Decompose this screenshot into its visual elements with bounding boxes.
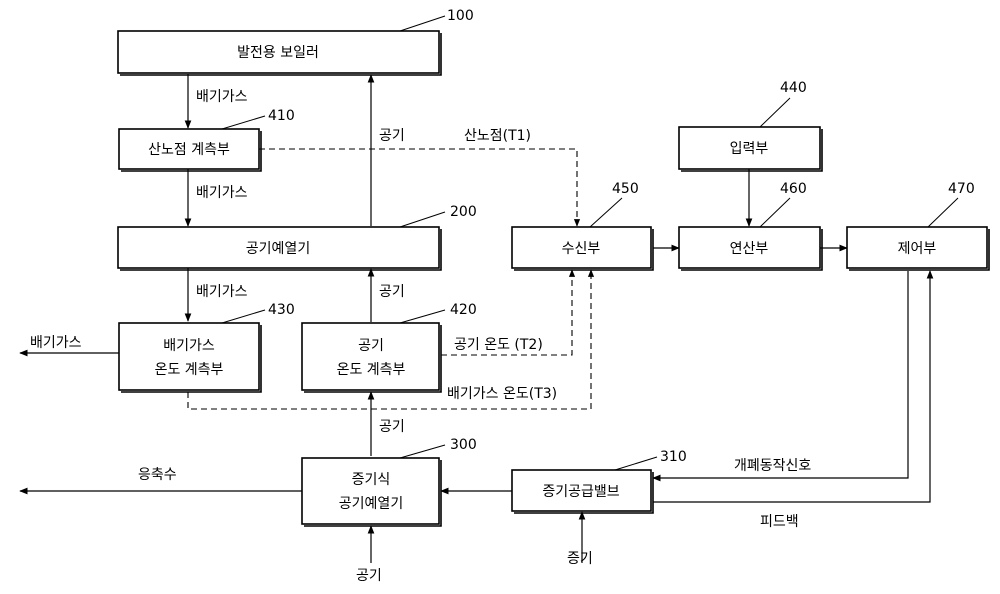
air-temp-meter-ref: 420 <box>450 302 477 318</box>
receiver-label: 수신부 <box>562 241 601 257</box>
exhaust-temp-meter-ref: 430 <box>268 302 295 318</box>
calculator-box: 연산부 <box>679 227 822 270</box>
input-unit-box: 입력부 <box>679 127 822 171</box>
label-exhaust-gas-2: 배기가스 <box>196 185 248 201</box>
air-temp-meter-box: 공기 온도 계측부 <box>302 323 441 392</box>
steam-air-preheater-leader <box>400 445 445 458</box>
label-open-close-signal: 개폐동작신호 <box>734 458 811 474</box>
air-preheater-label: 공기예열기 <box>246 241 310 257</box>
input-unit-label: 입력부 <box>730 141 769 157</box>
label-exhaust-gas-1: 배기가스 <box>196 89 248 105</box>
air-preheater-box: 공기예열기 <box>118 227 441 270</box>
label-steam-in: 증기 <box>567 551 593 567</box>
label-air-2: 공기 <box>379 284 405 300</box>
dewpoint-meter-ref: 410 <box>268 108 295 124</box>
controller-ref: 470 <box>948 181 975 197</box>
input-unit-leader <box>760 98 790 127</box>
calculator-label: 연산부 <box>730 241 769 257</box>
steam-air-preheater-ref: 300 <box>450 437 477 453</box>
boiler-label: 발전용 보일러 <box>237 45 319 61</box>
receiver-box: 수신부 <box>512 227 653 270</box>
air-temp-meter-label-1: 공기 <box>358 338 384 354</box>
dewpoint-meter-box: 산노점 계측부 <box>119 129 261 171</box>
steam-air-preheater-label-1: 증기식 <box>352 472 391 488</box>
air-temp-meter-label-2: 온도 계측부 <box>337 362 406 378</box>
boiler-ref: 100 <box>447 8 474 24</box>
calculator-leader <box>760 198 790 227</box>
air-temp-meter-leader <box>400 310 445 323</box>
dewpoint-meter-label: 산노점 계측부 <box>148 142 230 158</box>
receiver-ref: 450 <box>612 181 639 197</box>
dewpoint-meter-leader <box>222 116 265 129</box>
label-feedback: 피드백 <box>760 514 799 530</box>
steam-valve-ref: 310 <box>660 449 687 465</box>
label-signal-t2: 공기 온도 (T2) <box>454 337 543 353</box>
label-exhaust-gas-3: 배기가스 <box>196 284 248 300</box>
controller-leader <box>928 198 958 227</box>
air-preheater-ref: 200 <box>450 204 477 220</box>
steam-air-preheater-label-2: 공기예열기 <box>339 496 403 512</box>
label-exhaust-gas-out: 배기가스 <box>30 335 82 351</box>
boiler-box: 발전용 보일러 <box>118 31 441 75</box>
controller-label: 제어부 <box>898 241 937 257</box>
boiler-leader <box>400 16 445 31</box>
receiver-leader <box>590 198 622 227</box>
controller-box: 제어부 <box>847 227 989 270</box>
label-air-3: 공기 <box>379 419 405 435</box>
signal-t1 <box>259 149 577 226</box>
label-signal-t1: 산노점(T1) <box>464 128 531 144</box>
exhaust-temp-meter-label-1: 배기가스 <box>163 338 215 354</box>
steam-valve-leader <box>615 457 657 470</box>
air-preheater-leader <box>400 212 445 227</box>
exhaust-temp-meter-leader <box>222 310 265 323</box>
label-air-1: 공기 <box>379 128 405 144</box>
steam-air-preheater-box: 증기식 공기예열기 <box>302 458 441 526</box>
steam-valve-box: 증기공급밸브 <box>512 470 653 513</box>
label-condensate: 응축수 <box>138 467 177 483</box>
steam-valve-label: 증기공급밸브 <box>542 484 619 500</box>
label-signal-t3: 배기가스 온도(T3) <box>447 386 557 402</box>
flow-controller-to-valve <box>653 271 908 478</box>
input-unit-ref: 440 <box>780 80 807 96</box>
exhaust-temp-meter-box: 배기가스 온도 계측부 <box>119 323 261 392</box>
exhaust-temp-meter-label-2: 온도 계측부 <box>155 362 224 378</box>
label-air-in: 공기 <box>356 568 382 584</box>
calculator-ref: 460 <box>780 181 807 197</box>
